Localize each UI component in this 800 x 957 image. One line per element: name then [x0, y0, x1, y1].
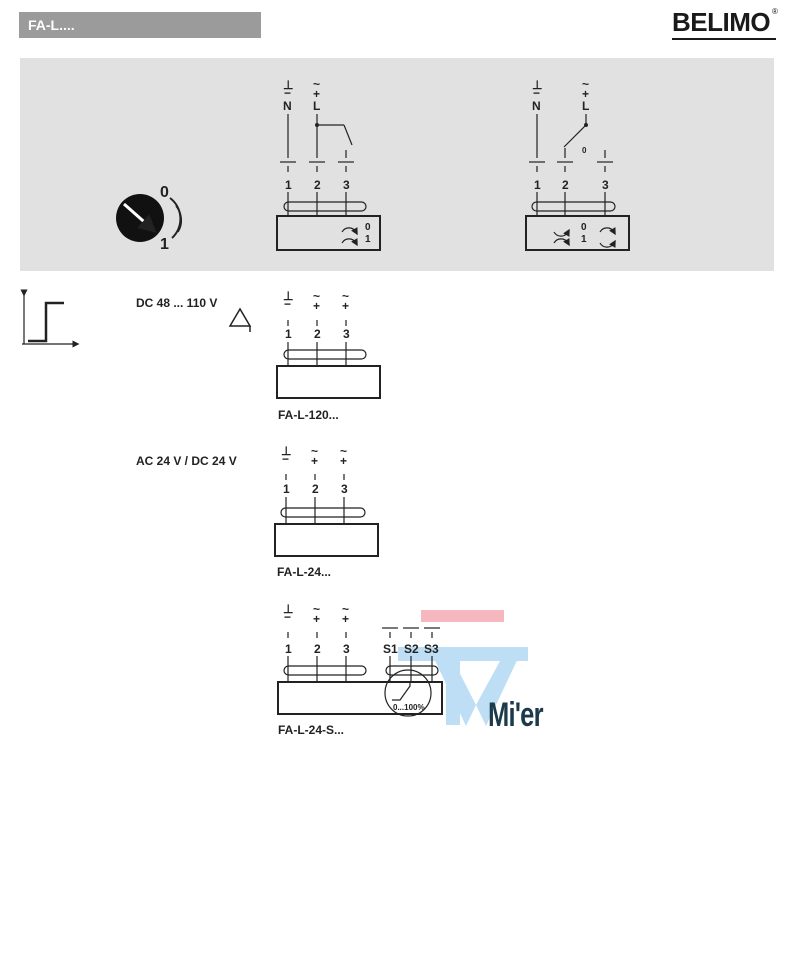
symbol-tilde: ~ [340, 444, 348, 458]
manual-override-knob [116, 194, 183, 242]
fa-l-24-wiring [274, 474, 379, 557]
aux-terminal-s3: S3 [424, 642, 439, 656]
symbol-tilde: ~ [311, 444, 319, 458]
registered-mark: ® [772, 7, 778, 16]
symbol-plus: + [313, 612, 321, 626]
terminal-1: 1 [534, 178, 541, 192]
symbol-plus: + [340, 454, 348, 468]
warning-triangle-icon [228, 307, 252, 332]
terminal-2: 2 [314, 642, 321, 656]
symbol-ground: ⊥ [283, 602, 294, 616]
switch-contact-0: 0 [582, 146, 587, 155]
override-wiring-left [276, 114, 381, 251]
symbol-ground: ⊥ [281, 444, 292, 458]
symbol-plus: + [582, 87, 590, 101]
terminal-1: 1 [283, 482, 290, 496]
terminal-2: 2 [312, 482, 319, 496]
terminal-3: 3 [343, 327, 350, 341]
symbol-minus: − [284, 86, 292, 100]
switch-state-1: 1 [365, 234, 371, 245]
aux-switch-range: 0...100% [393, 703, 425, 712]
terminal-3: 3 [343, 642, 350, 656]
fa-l-120-wiring [276, 320, 381, 399]
terminal-3: 3 [341, 482, 348, 496]
belimo-logo: BELIMO [672, 7, 771, 37]
symbol-plus: + [342, 612, 350, 626]
fa-l-24-s-wiring [277, 627, 443, 717]
symbol-live: L [313, 99, 321, 113]
switch-state-0: 0 [365, 222, 371, 233]
terminal-1: 1 [285, 178, 292, 192]
symbol-live: L [582, 99, 590, 113]
knob-position-0: 0 [160, 184, 169, 201]
terminal-2: 2 [314, 327, 321, 341]
symbol-plus: + [313, 299, 321, 313]
symbol-plus: + [311, 454, 319, 468]
aux-terminal-s1: S1 [383, 642, 398, 656]
symbol-ground: ⊥ [283, 78, 294, 92]
watermark-logo [398, 610, 528, 726]
symbol-neutral: N [283, 99, 292, 113]
symbol-tilde: ~ [582, 77, 590, 91]
symbol-tilde: ~ [342, 289, 350, 303]
symbol-ground: ⊥ [532, 78, 543, 92]
watermark-text: Mi'er [488, 696, 544, 734]
symbol-ground: ⊥ [283, 289, 294, 303]
symbol-minus: − [284, 610, 292, 624]
knob-position-1: 1 [160, 236, 169, 253]
override-wiring-right [525, 114, 630, 251]
symbol-plus: + [313, 87, 321, 101]
supply-dc48-110-label: DC 48 ... 110 V [136, 296, 218, 310]
step-function-icon [20, 289, 80, 348]
symbol-neutral: N [532, 99, 541, 113]
model-fa-l-120: FA-L-120... [278, 408, 339, 422]
symbol-minus: − [282, 452, 290, 466]
terminal-3: 3 [602, 178, 609, 192]
symbol-tilde: ~ [313, 289, 321, 303]
logo-underline [672, 38, 776, 40]
switch-state-0: 0 [581, 222, 587, 233]
terminal-1: 1 [285, 327, 292, 341]
model-fa-l-24: FA-L-24... [277, 565, 332, 579]
symbol-tilde: ~ [313, 602, 321, 616]
symbol-plus: + [342, 299, 350, 313]
model-fa-l-24-s: FA-L-24-S... [278, 723, 345, 737]
terminal-3: 3 [343, 178, 350, 192]
supply-ac24-dc24-label: AC 24 V / DC 24 V [136, 454, 237, 468]
symbol-tilde: ~ [313, 77, 321, 91]
terminal-2: 2 [314, 178, 321, 192]
terminal-2: 2 [562, 178, 569, 192]
switch-state-1: 1 [581, 234, 587, 245]
symbol-tilde: ~ [342, 602, 350, 616]
symbol-minus: − [284, 297, 292, 311]
aux-terminal-s2: S2 [404, 642, 419, 656]
symbol-minus: − [533, 86, 541, 100]
document-title: FA-L.... [19, 12, 261, 38]
terminal-1: 1 [285, 642, 292, 656]
